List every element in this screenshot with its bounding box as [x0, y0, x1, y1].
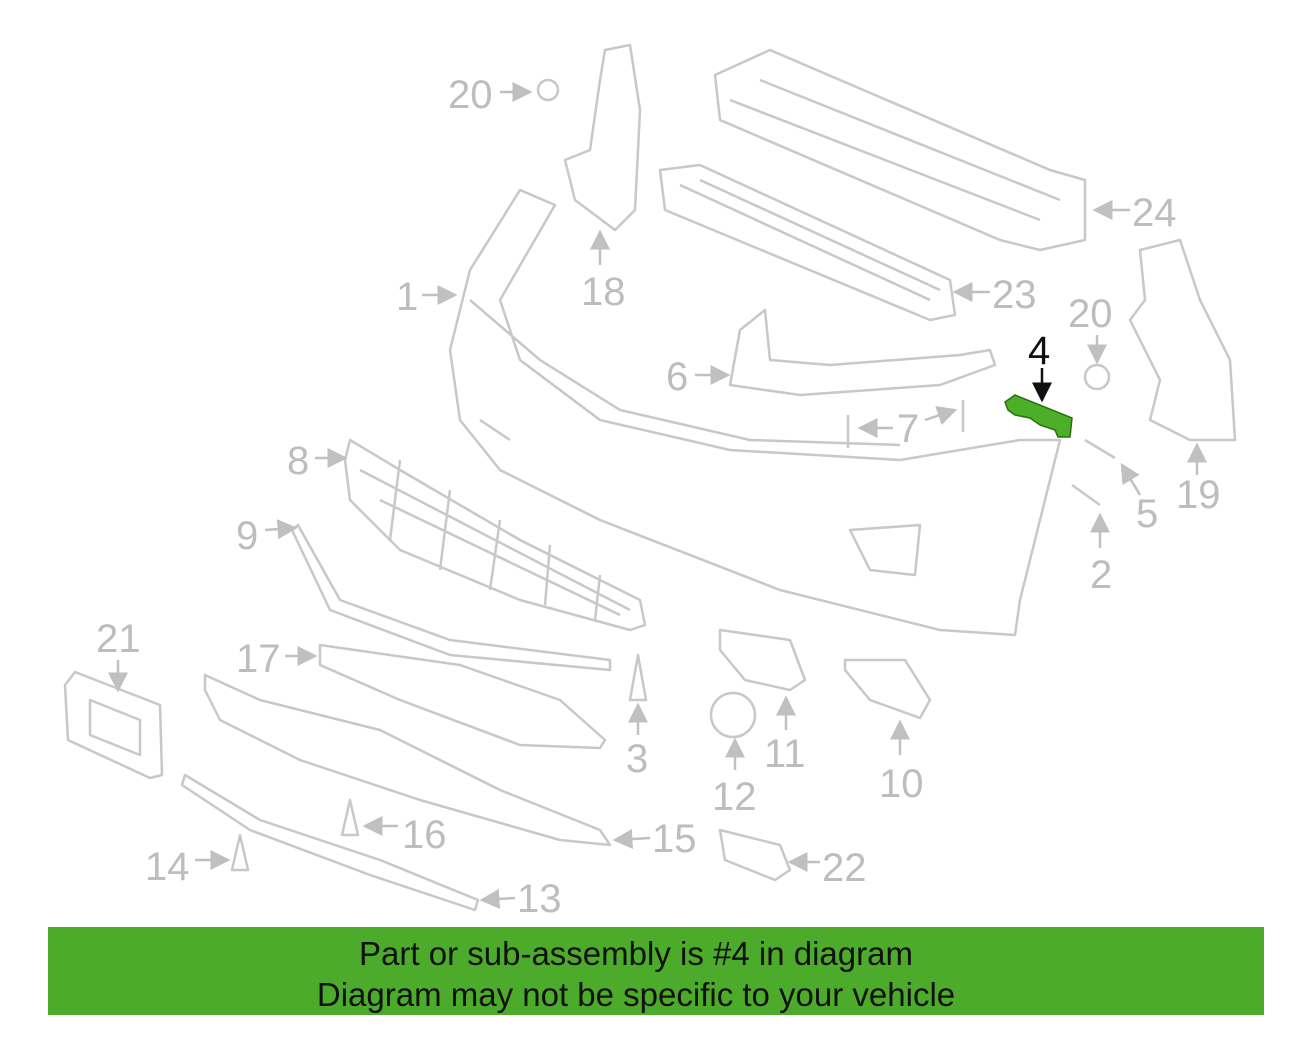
part-12-cap: [709, 691, 757, 739]
banner-line-disclaimer: Diagram may not be specific to your vehi…: [316, 976, 956, 1013]
callout-14: 14: [145, 845, 190, 889]
part-13-strip: [180, 773, 480, 912]
part-15-undercover: [203, 673, 612, 847]
part-18-bracket: [563, 43, 642, 232]
callout-18: 18: [581, 270, 626, 314]
part-21-bracket: [63, 670, 164, 780]
part-1-bumper-cover: [448, 188, 1062, 637]
part-11-fog-cover: [718, 628, 807, 692]
part-8-grille: [343, 438, 647, 632]
callout-3: 3: [626, 737, 648, 781]
callout-9: 9: [236, 514, 258, 558]
part-23-absorber: [658, 163, 957, 322]
part-19-bracket: [1128, 238, 1237, 442]
leader-arrows: [108, 82, 1207, 909]
callout-21: 21: [96, 617, 141, 661]
callout-15: 15: [652, 817, 697, 861]
callout-13: 13: [517, 877, 562, 921]
callout-6: 6: [666, 355, 688, 399]
callout-4-highlighted: 4: [1028, 329, 1050, 373]
callout-1: 1: [396, 275, 418, 319]
part-9-molding: [290, 523, 612, 672]
callout-20-right: 20: [1068, 292, 1113, 336]
part-17-cover: [318, 643, 607, 750]
callout-23: 23: [992, 273, 1037, 317]
part-6-bracket: [728, 308, 997, 397]
callout-19: 19: [1176, 473, 1221, 517]
callout-20-top: 20: [448, 73, 493, 117]
part-4-bracket-highlighted: [1004, 394, 1073, 438]
callout-24: 24: [1132, 191, 1177, 235]
callout-7: 7: [897, 407, 919, 451]
callout-11: 11: [764, 732, 806, 776]
callout-8: 8: [287, 439, 309, 483]
banner-line-part-number: Part or sub-assembly is #4 in diagram: [359, 935, 913, 972]
callout-17: 17: [236, 637, 281, 681]
callout-16: 16: [402, 813, 447, 857]
callout-5: 5: [1136, 492, 1158, 536]
part-10-grille: [843, 658, 932, 720]
part-22-sensor: [718, 828, 792, 882]
info-banner: Part or sub-assembly is #4 in diagram Di…: [48, 927, 1264, 1015]
callout-2: 2: [1090, 553, 1112, 597]
fasteners: [230, 78, 1116, 872]
callout-12: 12: [712, 775, 757, 819]
part-24-reinforcement: [713, 48, 1087, 252]
callout-10: 10: [879, 762, 924, 806]
callout-22: 22: [822, 846, 867, 890]
